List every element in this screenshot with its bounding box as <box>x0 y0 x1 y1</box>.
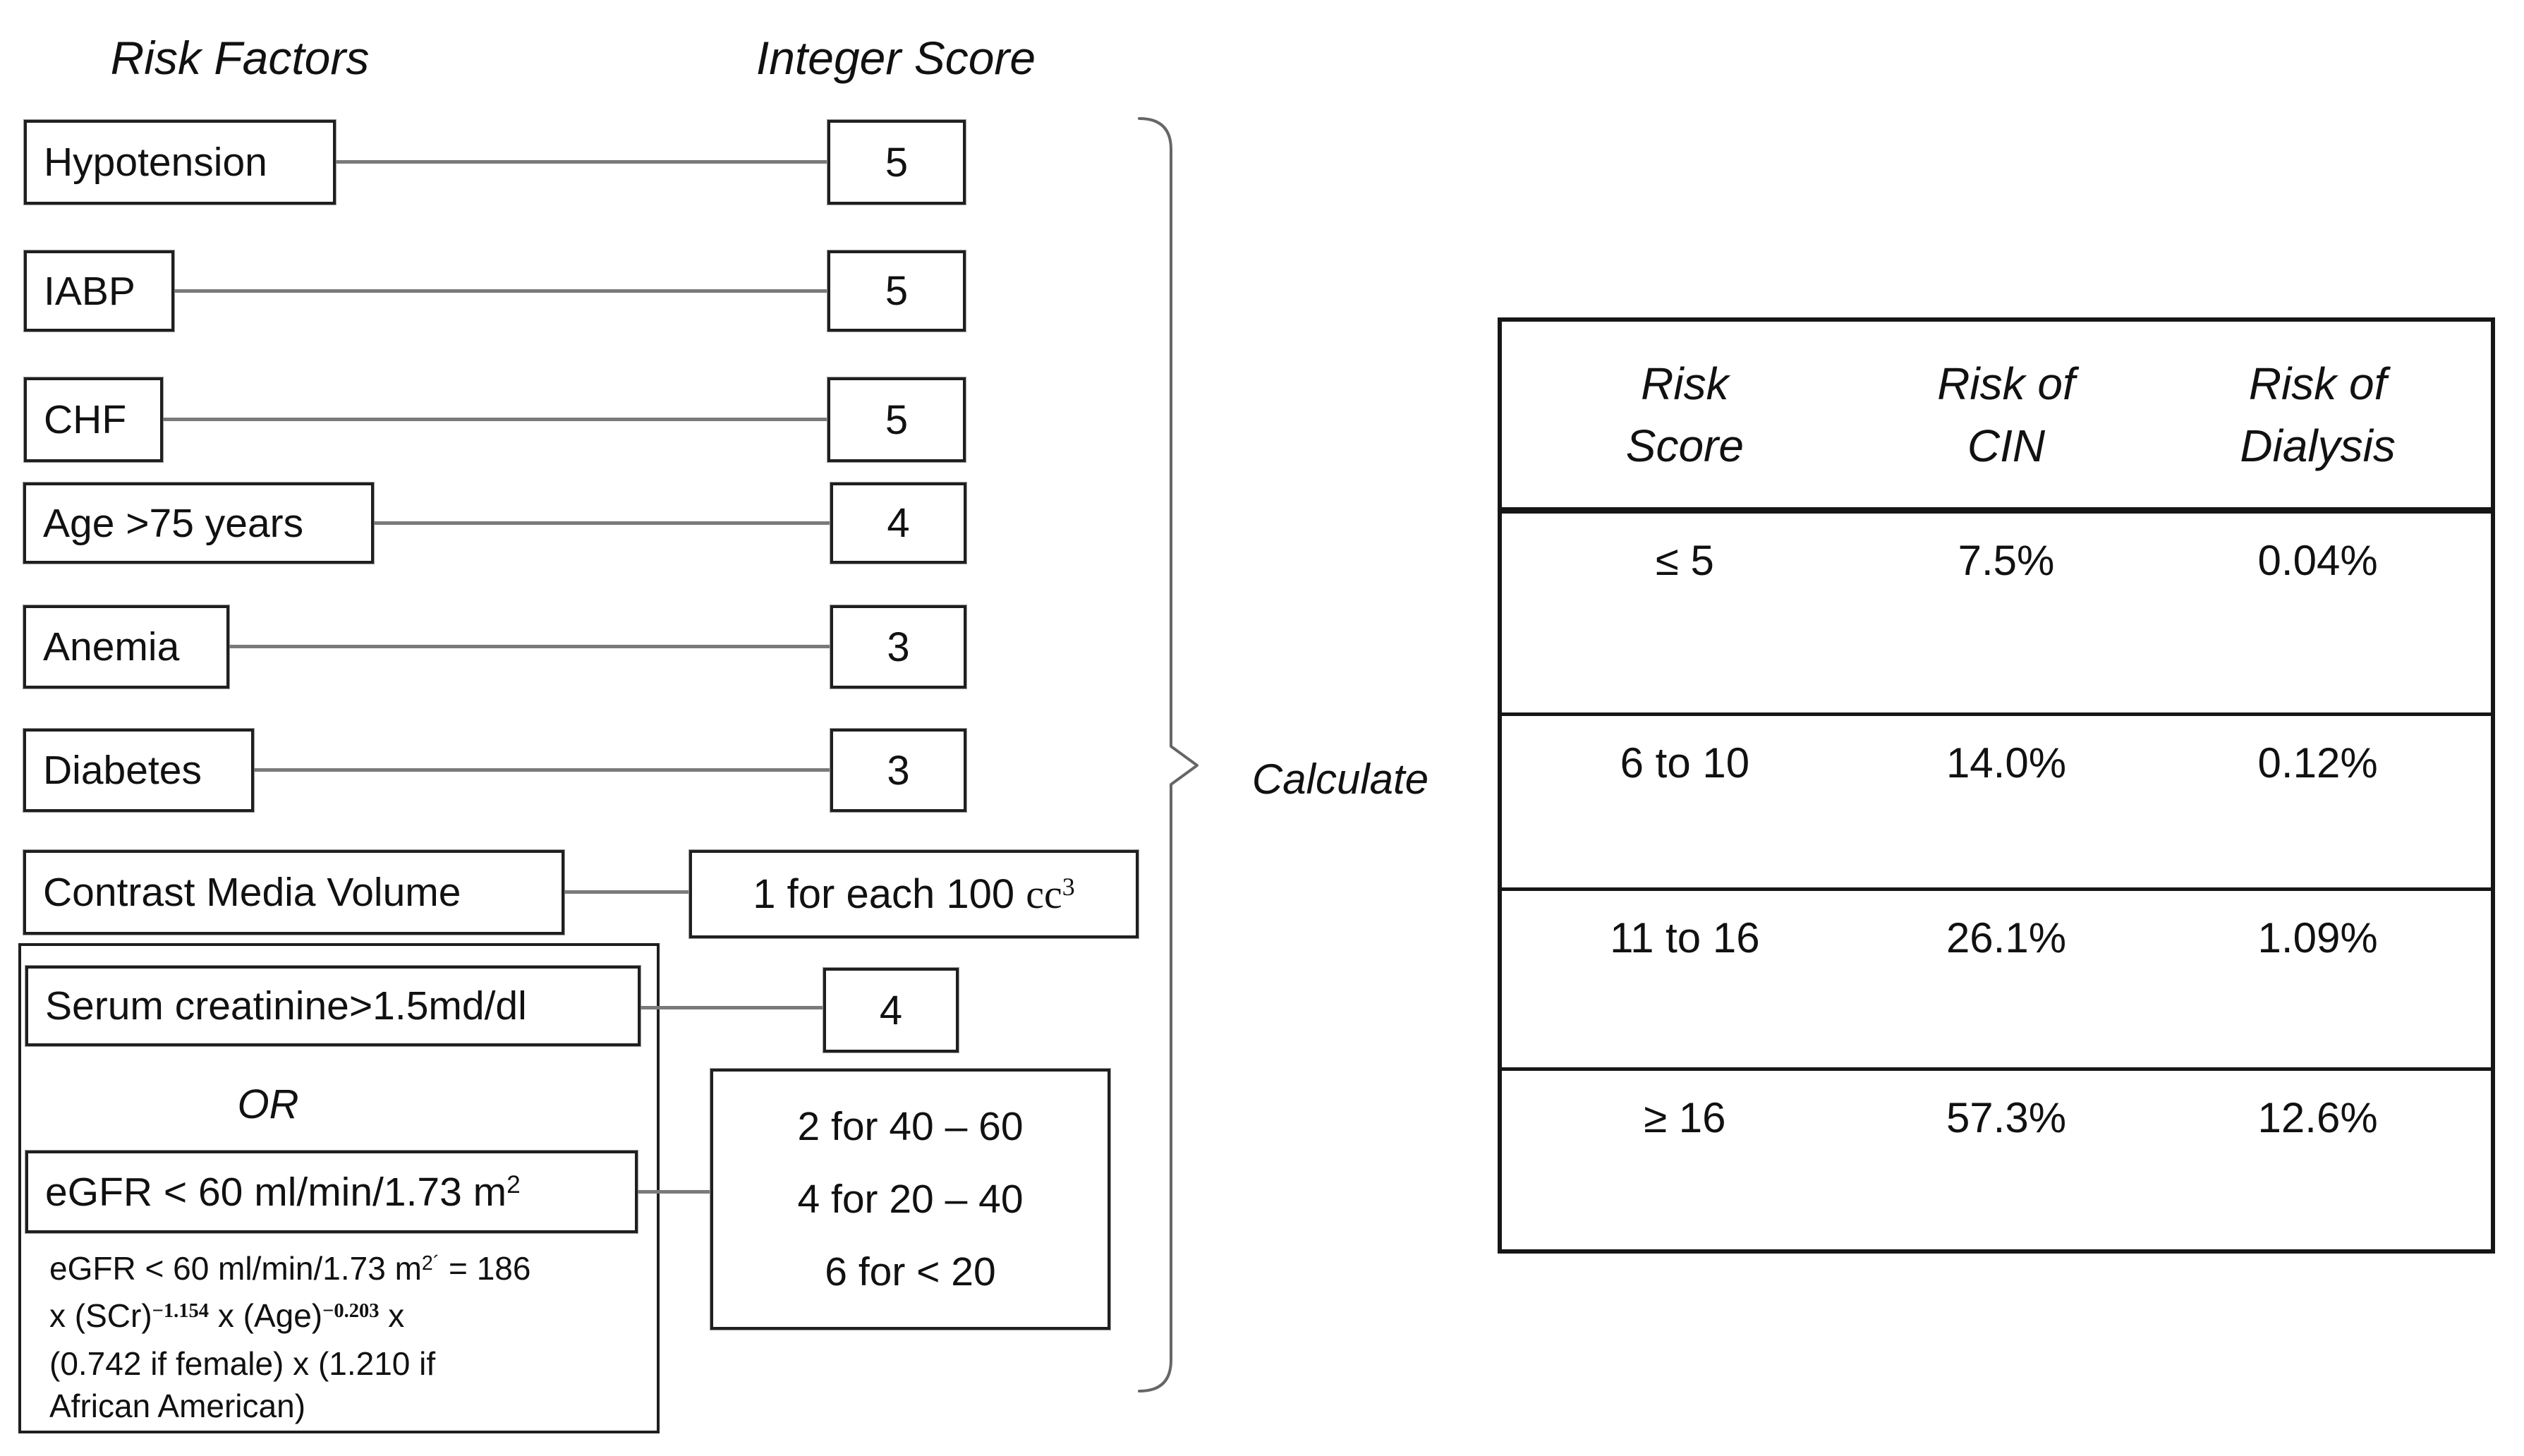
egfr-range-score: 6 for < 20 <box>825 1249 996 1295</box>
factor-box-serum-creatinine: Serum creatinine>1.5md/dl <box>25 966 641 1046</box>
score-value: 1 for each 100 cc3 <box>753 871 1075 917</box>
score-box-anemia: 3 <box>830 605 966 688</box>
factor-label: Hypotension <box>44 140 267 185</box>
cc-exponent: 3 <box>1062 873 1075 902</box>
formula-line-1: eGFR < 60 ml/min/1.73 m2´ = 186 <box>49 1250 531 1287</box>
cell-risk-of-cin: 26.1% <box>1946 914 2067 961</box>
or-label: OR <box>237 1081 299 1127</box>
cell-risk-of-cin: 7.5% <box>1958 537 2055 584</box>
factor-label: CHF <box>44 397 127 442</box>
egfr-range-score: 4 for 20 – 40 <box>797 1176 1024 1222</box>
score-box-hypotension: 5 <box>827 120 966 205</box>
factor-box-anemia: Anemia <box>23 605 229 688</box>
connector-line <box>336 160 827 164</box>
score-value: 4 <box>887 500 910 546</box>
score-value: 5 <box>885 268 909 314</box>
score-value: 4 <box>879 987 903 1033</box>
cell-risk-score: ≥ 16 <box>1644 1094 1726 1141</box>
factor-box-iabp: IABP <box>24 250 174 332</box>
header-risk-score: Risk Score <box>1625 358 1744 471</box>
factor-label: Age >75 years <box>43 500 304 546</box>
formula-line-3: (0.742 if female) x (1.210 if <box>49 1345 436 1382</box>
cell-risk-score: 11 to 16 <box>1610 914 1760 961</box>
egfr-formula-text: eGFR < 60 ml/min/1.73 m2´ = 186 x (SCr)−… <box>49 1247 607 1427</box>
cell-risk-of-cin: 57.3% <box>1946 1094 2067 1141</box>
table-row: ≤ 5 7.5% 0.04% <box>1502 514 2491 716</box>
score-box-diabetes: 3 <box>830 729 966 812</box>
factor-label: Serum creatinine>1.5md/dl <box>45 983 527 1029</box>
connector-line <box>641 1006 823 1009</box>
risk-table-header: Risk Score Risk of CIN Risk of Dialysis <box>1502 322 2491 514</box>
cell-risk-score: ≤ 5 <box>1655 537 1714 584</box>
risk-factors-heading: Risk Factors <box>110 32 370 84</box>
score-value: 5 <box>885 396 909 443</box>
score-value: 3 <box>887 624 910 670</box>
table-row: 11 to 16 26.1% 1.09% <box>1502 891 2491 1071</box>
formula-line-4: African American) <box>49 1388 306 1424</box>
score-box-contrast-volume: 1 for each 100 cc3 <box>689 850 1139 938</box>
cell-risk-of-dialysis: 12.6% <box>2257 1094 2378 1141</box>
cell-risk-of-dialysis: 0.04% <box>2257 537 2378 584</box>
cell-risk-of-dialysis: 0.12% <box>2257 739 2378 787</box>
factor-box-diabetes: Diabetes <box>23 729 254 812</box>
connector-line <box>564 890 689 894</box>
risk-table: Risk Score Risk of CIN Risk of Dialysis … <box>1498 317 2495 1254</box>
formula-line-2: x (SCr)−1.154 x (Age)−0.203 x <box>49 1297 405 1334</box>
score-box-age: 4 <box>830 483 966 564</box>
cell-risk-score: 6 to 10 <box>1620 739 1750 787</box>
header-risk-of-dialysis: Risk of Dialysis <box>2240 358 2396 471</box>
factor-label: Anemia <box>43 624 180 669</box>
connector-line <box>374 521 830 525</box>
connector-line <box>254 768 830 772</box>
factor-label: eGFR < 60 ml/min/1.73 m2 <box>45 1169 521 1215</box>
factor-box-egfr: eGFR < 60 ml/min/1.73 m2 <box>25 1151 638 1233</box>
factor-box-age: Age >75 years <box>23 483 374 564</box>
score-value: 3 <box>887 747 910 794</box>
factor-box-chf: CHF <box>24 377 163 462</box>
cell-risk-of-cin: 14.0% <box>1946 739 2067 787</box>
egfr-exponent: 2 <box>506 1170 521 1199</box>
score-box-chf: 5 <box>827 377 966 462</box>
factor-label: Contrast Media Volume <box>43 870 461 915</box>
cc-unit: cc <box>1026 871 1062 917</box>
header-risk-of-cin: Risk of CIN <box>1937 358 2075 471</box>
connector-line <box>163 418 827 421</box>
table-row: ≥ 16 57.3% 12.6% <box>1502 1071 2491 1249</box>
factor-label: Diabetes <box>43 748 202 793</box>
connector-line <box>638 1190 710 1194</box>
connector-line <box>174 289 827 293</box>
factor-box-hypotension: Hypotension <box>24 120 336 205</box>
curly-brace <box>1138 117 1199 1393</box>
score-box-iabp: 5 <box>827 250 966 332</box>
calculate-label: Calculate <box>1251 755 1429 803</box>
score-box-serum-creatinine: 4 <box>823 968 959 1052</box>
factor-box-contrast-volume: Contrast Media Volume <box>23 850 564 935</box>
integer-score-heading: Integer Score <box>756 32 1036 84</box>
table-row: 6 to 10 14.0% 0.12% <box>1502 716 2491 891</box>
score-box-egfr-ranges: 2 for 40 – 60 4 for 20 – 40 6 for < 20 <box>710 1069 1110 1330</box>
factor-label: IABP <box>44 268 135 314</box>
egfr-range-score: 2 for 40 – 60 <box>797 1103 1024 1149</box>
connector-line <box>229 645 830 648</box>
score-value: 5 <box>885 139 909 186</box>
cell-risk-of-dialysis: 1.09% <box>2257 914 2378 961</box>
